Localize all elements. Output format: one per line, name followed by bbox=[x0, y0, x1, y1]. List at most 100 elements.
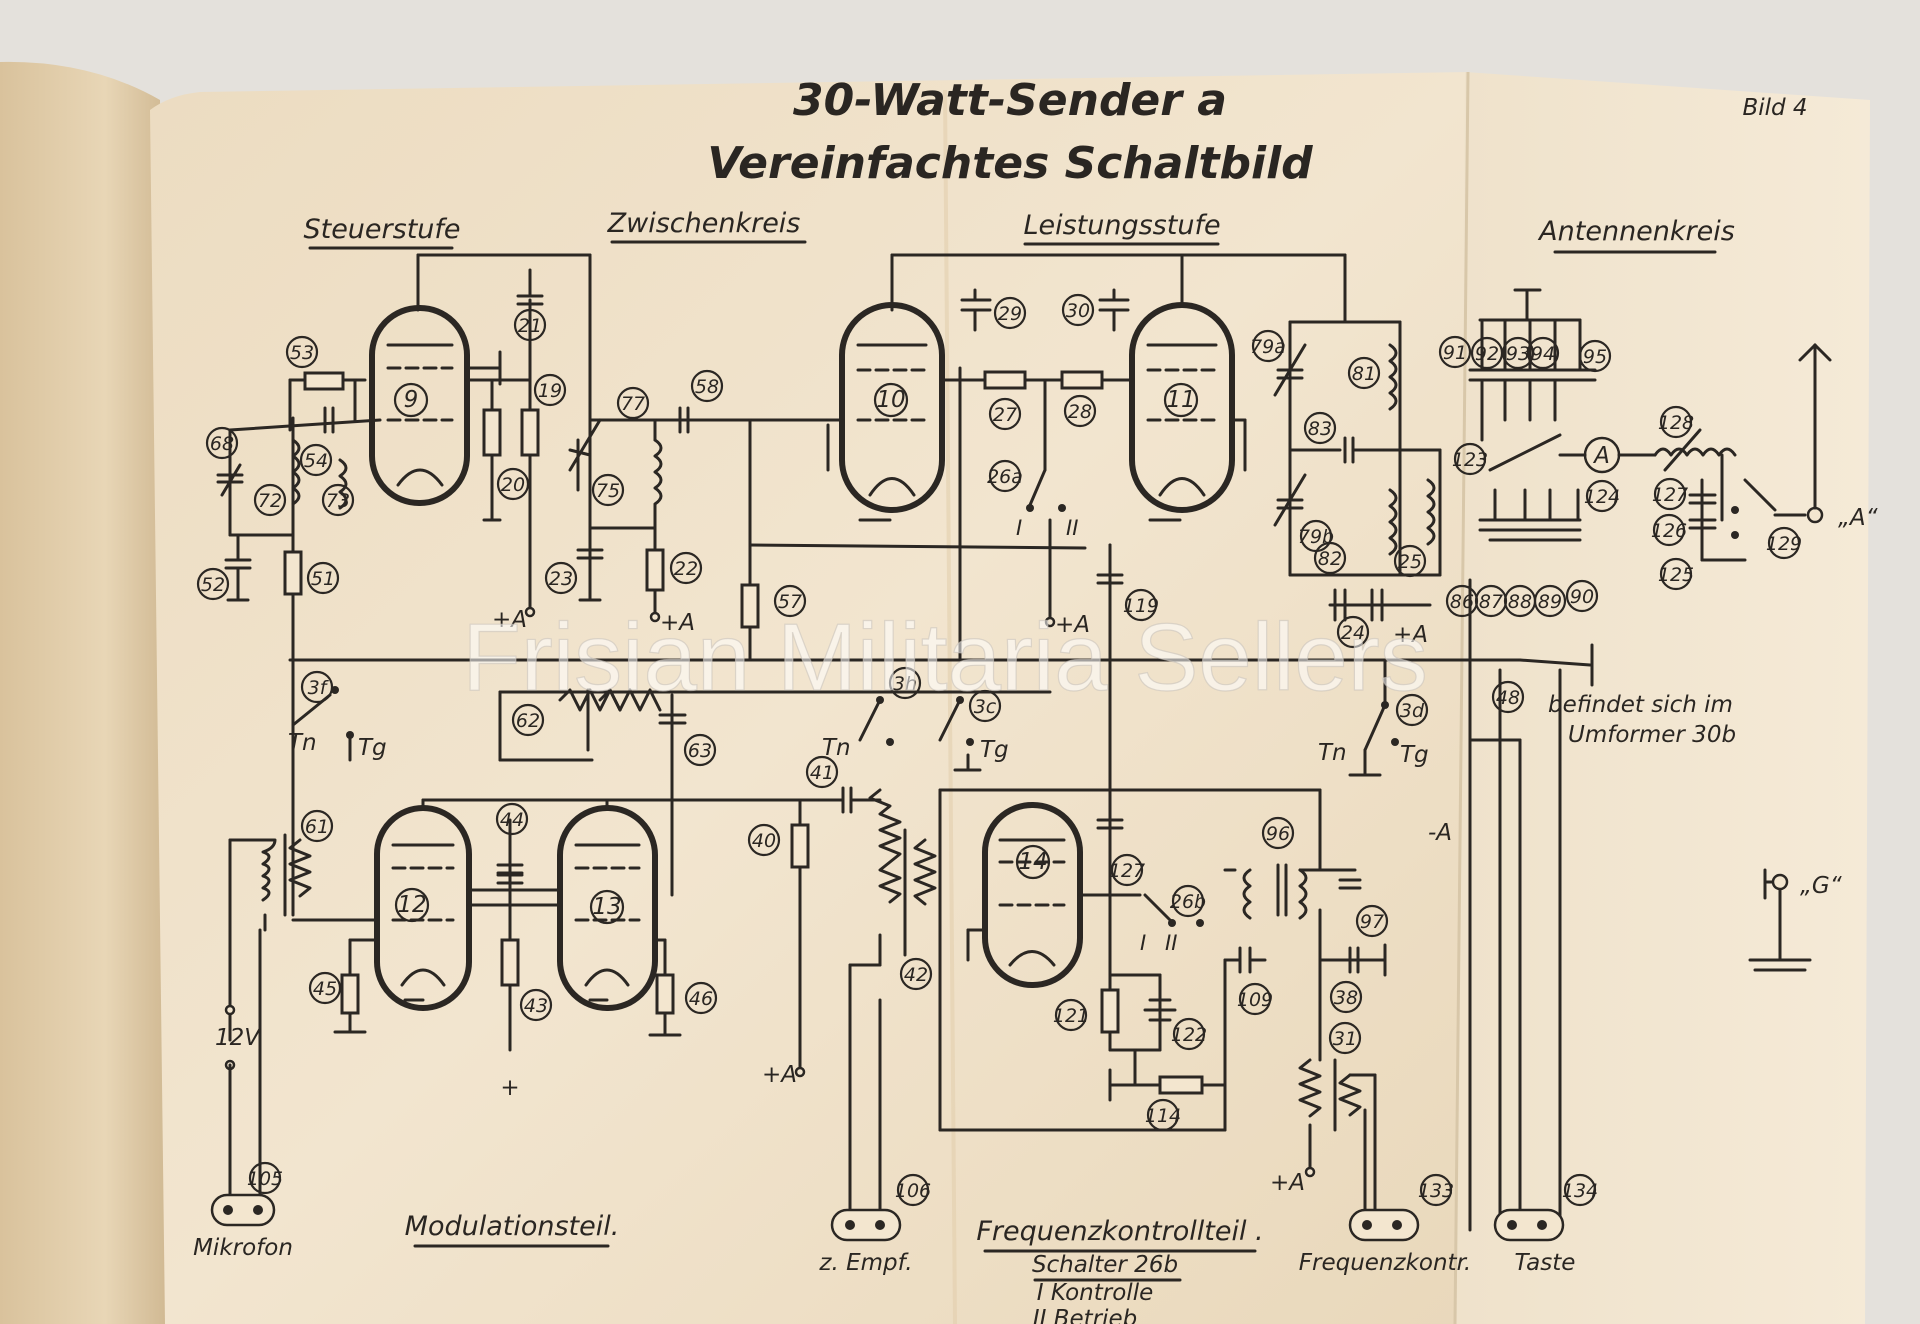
ground-label: „G“ bbox=[1800, 873, 1842, 899]
component-number-3f-circle bbox=[300, 670, 334, 704]
zwischenkreis-components bbox=[568, 406, 760, 629]
component-number-43: 43 bbox=[524, 995, 548, 1017]
component-number-27-circle bbox=[988, 397, 1022, 431]
component-number-26b: 26b bbox=[1170, 891, 1206, 913]
component-number-3h-circle bbox=[888, 666, 922, 700]
watermark: Frisian Militaria Sellers bbox=[462, 604, 1428, 711]
component-number-114: 114 bbox=[1145, 1105, 1181, 1127]
component-number-95: 95 bbox=[1583, 346, 1607, 368]
tube-11-envelope bbox=[1129, 302, 1235, 513]
v12-label: 12V bbox=[215, 1025, 262, 1051]
component-number-23-circle bbox=[544, 561, 578, 595]
schalter-note-title: Schalter 26b bbox=[1032, 1252, 1178, 1278]
tube-number-10: 10 bbox=[876, 387, 905, 413]
tn-label-3: Tn bbox=[1318, 740, 1347, 766]
component-number-119: 119 bbox=[1123, 595, 1159, 617]
component-number-124: 124 bbox=[1584, 486, 1620, 508]
component-number-125: 125 bbox=[1658, 564, 1694, 586]
component-number-79a: 79a bbox=[1250, 336, 1286, 358]
component-number-52-circle bbox=[196, 567, 230, 601]
plus-a-label-2: +A bbox=[660, 610, 695, 636]
component-number-40-circle bbox=[747, 823, 781, 857]
component-number-114-circle bbox=[1146, 1098, 1180, 1132]
component-number-123: 123 bbox=[1452, 449, 1488, 471]
tg-label-2: Tg bbox=[980, 737, 1009, 763]
component-number-28-circle bbox=[1063, 394, 1097, 428]
component-number-3h: 3h bbox=[893, 673, 917, 695]
component-number-87: 87 bbox=[1479, 591, 1503, 613]
component-number-134: 134 bbox=[1562, 1180, 1598, 1202]
frequenzkontr-label: Frequenzkontr. bbox=[1299, 1250, 1471, 1276]
component-number-57: 57 bbox=[778, 591, 802, 613]
component-number-31: 31 bbox=[1333, 1028, 1357, 1050]
component-number-83-circle bbox=[1303, 411, 1337, 445]
component-number-133: 133 bbox=[1418, 1180, 1454, 1202]
tube-number-14: 14 bbox=[1018, 849, 1047, 875]
component-number-62-circle bbox=[511, 703, 545, 737]
component-number-106: 106 bbox=[895, 1180, 931, 1202]
modulation-components: + bbox=[210, 688, 937, 1242]
plus-a-label-5: +A bbox=[762, 1062, 797, 1088]
component-number-3d: 3d bbox=[1400, 700, 1425, 722]
section-steuerstufe: Steuerstufe bbox=[303, 214, 460, 245]
component-number-51: 51 bbox=[311, 568, 335, 590]
component-number-90: 90 bbox=[1570, 586, 1594, 608]
antenna-label: „A“ bbox=[1838, 505, 1878, 531]
component-number-21-circle bbox=[513, 308, 547, 342]
component-number-43-circle bbox=[519, 988, 553, 1022]
component-number-45-circle bbox=[308, 971, 342, 1005]
component-number-19-circle bbox=[533, 373, 567, 407]
section-frequenzkontrollteil: Frequenzkontrollteil . bbox=[976, 1216, 1263, 1247]
component-number-89: 89 bbox=[1538, 591, 1562, 613]
component-number-90-circle bbox=[1565, 579, 1599, 613]
component-number-3d-circle bbox=[1395, 693, 1429, 727]
tg-label-1: Tg bbox=[358, 735, 387, 761]
page-marker: Bild 4 bbox=[1742, 95, 1807, 121]
schalter-note-pos2: II Betrieb bbox=[1033, 1306, 1137, 1324]
component-number-23: 23 bbox=[549, 568, 573, 590]
component-number-105-circle bbox=[248, 1161, 282, 1195]
component-number-20: 20 bbox=[501, 474, 525, 496]
component-number-31-circle bbox=[1328, 1021, 1362, 1055]
mikrofon-label: Mikrofon bbox=[193, 1235, 293, 1261]
tube-10 bbox=[826, 302, 945, 522]
component-number-21: 21 bbox=[518, 315, 542, 337]
tube-11 bbox=[1129, 302, 1247, 522]
tube-number-12-circle bbox=[394, 887, 430, 923]
component-number-127: 127 bbox=[1109, 860, 1145, 882]
component-number-41-circle bbox=[805, 755, 839, 789]
component-number-45: 45 bbox=[313, 978, 337, 1000]
plus-a-label-1: +A bbox=[492, 607, 527, 633]
component-number-54: 54 bbox=[304, 450, 328, 472]
component-number-82: 82 bbox=[1318, 548, 1342, 570]
bias-bus bbox=[748, 543, 1087, 550]
component-number-121-circle bbox=[1054, 998, 1088, 1032]
component-number-128: 128 bbox=[1658, 412, 1694, 434]
component-number-52: 52 bbox=[201, 574, 225, 596]
component-number-123-circle bbox=[1453, 442, 1487, 476]
component-number-133-circle bbox=[1419, 1173, 1453, 1207]
section-modulationsteil: Modulationsteil. bbox=[405, 1211, 620, 1242]
component-number-30: 30 bbox=[1066, 300, 1090, 322]
umformer-note-line2: Umformer 30b bbox=[1568, 722, 1736, 748]
component-number-127: 127 bbox=[1652, 484, 1688, 506]
component-number-109-circle bbox=[1238, 982, 1272, 1016]
component-number-81-circle bbox=[1347, 356, 1381, 390]
component-number-40: 40 bbox=[752, 830, 776, 852]
component-number-105: 105 bbox=[247, 1168, 283, 1190]
switch-contacts bbox=[291, 658, 1399, 777]
component-number-48: 48 bbox=[1496, 687, 1520, 709]
component-number-26b-circle bbox=[1171, 884, 1205, 918]
leistungsstufe-components bbox=[940, 288, 1442, 628]
component-number-129: 129 bbox=[1766, 533, 1802, 555]
component-number-29-circle bbox=[993, 296, 1027, 330]
component-number-129-circle bbox=[1767, 526, 1801, 560]
component-number-58: 58 bbox=[695, 376, 719, 398]
component-number-46-circle bbox=[684, 981, 718, 1015]
switch-pos-1: I bbox=[1140, 931, 1146, 955]
component-number-54-circle bbox=[299, 443, 333, 477]
component-number-42: 42 bbox=[904, 964, 928, 986]
diagram-title: 30-Watt-Sender a bbox=[793, 75, 1227, 126]
component-number-72: 72 bbox=[258, 490, 282, 512]
